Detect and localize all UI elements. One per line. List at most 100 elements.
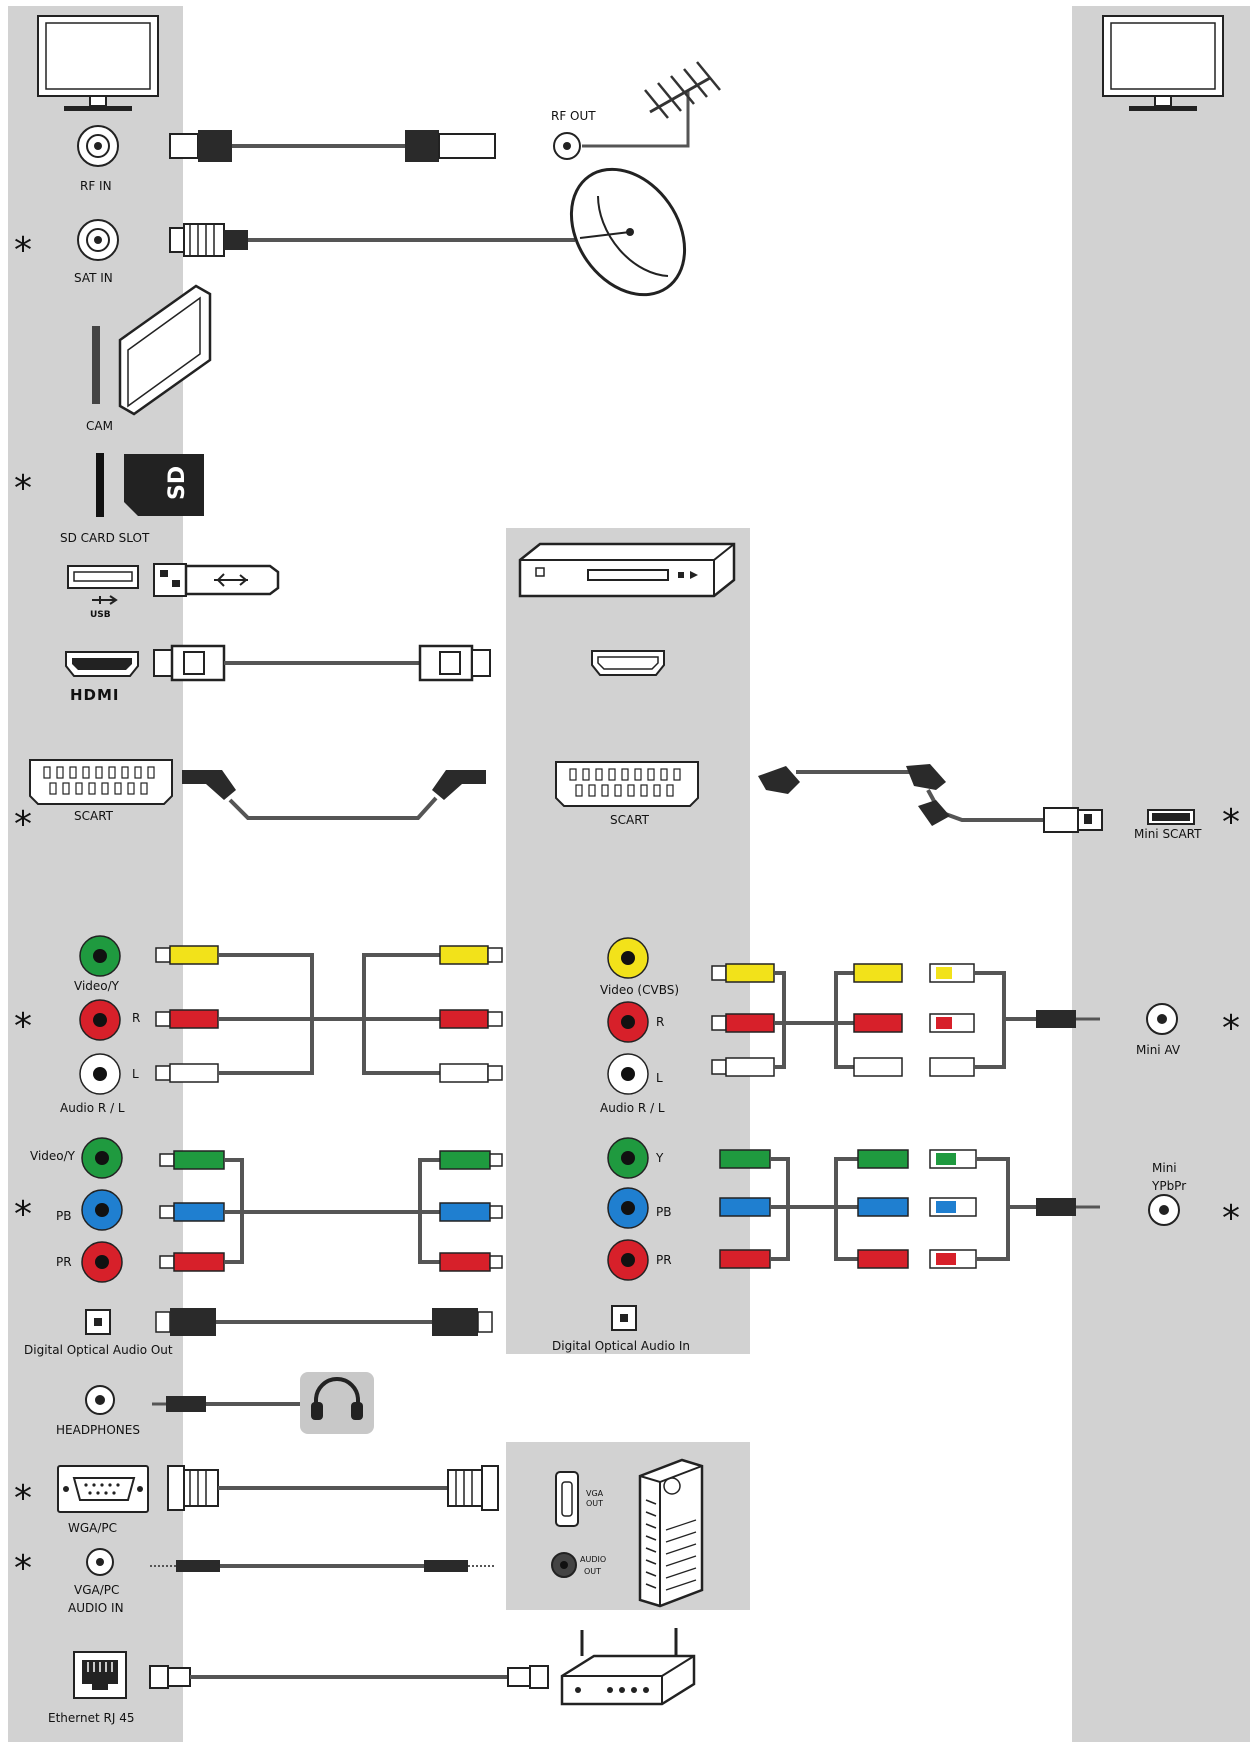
asterisk: * — [14, 804, 32, 845]
video-cvbs-jack — [607, 937, 649, 979]
ypbpr-label: YPbPr — [1151, 1179, 1186, 1193]
mini-label: Mini — [1152, 1161, 1177, 1175]
rf-cable — [169, 130, 496, 162]
pr-label-left: PR — [56, 1255, 72, 1269]
sd-slot — [96, 453, 104, 517]
audio-out-port — [551, 1552, 577, 1578]
mini-av-port — [1146, 1003, 1178, 1035]
sd-card-icon: SD — [124, 454, 204, 516]
mini-av-label: Mini AV — [1136, 1043, 1181, 1057]
asterisk: * — [14, 1478, 32, 1519]
headphones-port — [85, 1385, 115, 1415]
usb-icon — [92, 595, 118, 605]
optical-out-label: Digital Optical Audio Out — [24, 1343, 173, 1357]
audio-rl-label-right: Audio R / L — [600, 1101, 665, 1115]
rf-in-port — [77, 125, 119, 167]
hdmi-cable — [153, 644, 491, 682]
mini-scart-label: Mini SCART — [1134, 827, 1202, 841]
scart-cable-right — [758, 764, 1103, 833]
vga-pc-label: VGA/PC — [74, 1583, 119, 1597]
scart-cable-left — [182, 770, 486, 820]
headphones-label: HEADPHONES — [56, 1423, 140, 1437]
component-pr-jack — [81, 1241, 123, 1283]
vga-port — [57, 1465, 149, 1513]
usb-label: USB — [90, 610, 111, 620]
right-panel — [1072, 6, 1250, 1742]
ethernet-port — [73, 1651, 127, 1699]
tv-icon — [37, 15, 159, 111]
antenna-icon — [582, 61, 721, 148]
vga-cable — [167, 1465, 499, 1511]
asterisk: * — [14, 1194, 32, 1235]
wga-pc-label: WGA/PC — [68, 1521, 117, 1535]
asterisk: * — [14, 230, 32, 271]
video-y-label: Video/Y — [74, 979, 120, 993]
scart-port-device — [555, 761, 699, 807]
router-icon — [560, 1628, 696, 1706]
audio-label-pc: AUDIO — [580, 1555, 606, 1564]
video-cvbs-label: Video (CVBS) — [600, 983, 679, 997]
sd-card-text: SD — [165, 466, 190, 500]
sd-card-slot-label: SD CARD SLOT — [60, 531, 150, 545]
tv-icon — [1102, 15, 1224, 111]
asterisk: * — [1222, 802, 1240, 843]
hdmi-port — [65, 651, 139, 677]
audio-r-jack-device — [607, 1001, 649, 1043]
vga-out-label-pc: OUT — [586, 1499, 603, 1508]
asterisk: * — [14, 468, 32, 509]
usb-stick-icon — [153, 563, 280, 597]
left-panel — [8, 6, 183, 1742]
pc-audio-cable — [150, 1560, 496, 1572]
audio-r-jack — [79, 999, 121, 1041]
component-y-jack-device — [607, 1137, 649, 1179]
audio-rl-label-left: Audio R / L — [60, 1101, 125, 1115]
cam-module-icon — [92, 284, 212, 416]
pb-label-right: PB — [656, 1205, 671, 1219]
vga-audio-in-port — [86, 1548, 114, 1576]
scart-label-right: SCART — [610, 813, 650, 827]
ethernet-label: Ethernet RJ 45 — [48, 1711, 134, 1725]
asterisk: * — [14, 1548, 32, 1589]
component-pr-jack-device — [607, 1239, 649, 1281]
pr-label-right: PR — [656, 1253, 672, 1267]
asterisk: * — [14, 1006, 32, 1047]
video-y-comp-label: Video/Y — [30, 1149, 76, 1163]
l-label-left: L — [132, 1067, 139, 1081]
component-pb-jack-device — [607, 1187, 649, 1229]
ethernet-cable — [149, 1665, 549, 1689]
component-cable-right — [719, 1149, 1100, 1269]
headphones-cable — [152, 1396, 300, 1412]
vga-label-pc: VGA — [586, 1489, 604, 1498]
r-label-left: R — [132, 1011, 140, 1025]
satellite-dish-icon — [569, 167, 687, 297]
middle-pc-panel — [506, 1442, 750, 1610]
optical-cable — [155, 1308, 493, 1336]
audio-out-label-pc: OUT — [584, 1567, 601, 1576]
vga-out-port — [555, 1471, 579, 1527]
hdmi-label: HDMI — [70, 686, 120, 704]
scart-label-left: SCART — [74, 809, 114, 823]
y-label-right: Y — [655, 1151, 664, 1165]
scart-port — [29, 759, 173, 805]
video-y-jack — [79, 935, 121, 977]
composite-cable-right — [711, 963, 1100, 1077]
l-label-right: L — [656, 1071, 663, 1085]
sat-in-label: SAT IN — [74, 271, 113, 285]
dvd-player-icon — [518, 542, 736, 598]
rf-out-port — [553, 132, 581, 160]
usb-port — [67, 565, 139, 589]
audio-in-label: AUDIO IN — [68, 1601, 124, 1615]
rf-in-label: RF IN — [80, 179, 112, 193]
cam-label: CAM — [86, 419, 113, 433]
hdmi-port-device — [591, 650, 665, 676]
mini-ypbpr-port — [1148, 1194, 1180, 1226]
asterisk: * — [1222, 1008, 1240, 1049]
component-pb-jack — [81, 1189, 123, 1231]
optical-in-port — [611, 1305, 637, 1331]
composite-cable-left — [155, 945, 503, 1083]
sat-cable — [169, 223, 575, 257]
headphones-icon — [300, 1372, 374, 1434]
component-y-jack — [81, 1137, 123, 1179]
audio-l-jack-device — [607, 1053, 649, 1095]
